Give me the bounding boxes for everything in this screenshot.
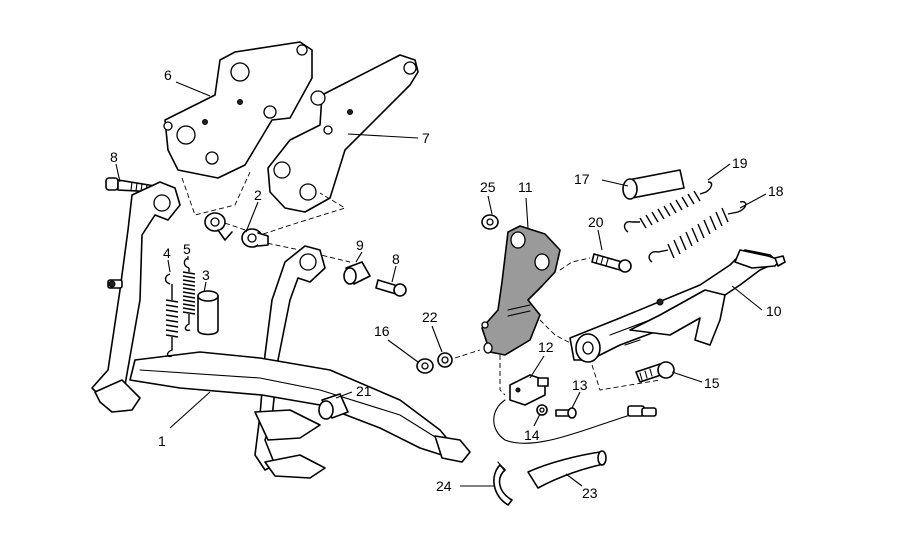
part-1-center-stand xyxy=(91,181,471,479)
callout-10: 10 xyxy=(766,303,782,319)
alignment-line xyxy=(499,355,506,396)
part-9-bushing xyxy=(343,261,371,285)
part-13-screw xyxy=(555,407,577,419)
part-25-washer xyxy=(481,214,499,230)
callout-17: 17 xyxy=(574,171,590,187)
part-23-protective-sleeve xyxy=(527,450,607,489)
part-12-side-stand-switch xyxy=(493,374,657,444)
part-7-mounting-plate xyxy=(267,54,419,213)
alignment-line xyxy=(591,364,661,391)
alignment-line xyxy=(454,349,481,359)
callout-7: 7 xyxy=(422,130,430,146)
part-5-spring xyxy=(182,257,196,332)
callout-13: 13 xyxy=(572,377,588,393)
callout-12: 12 xyxy=(538,339,554,355)
callout-20: 20 xyxy=(588,214,604,230)
part-19-spring xyxy=(623,181,713,233)
part-14-washer xyxy=(536,404,548,416)
callout-9: 9 xyxy=(356,237,364,253)
part-22-washer xyxy=(437,352,453,368)
callout-16: 16 xyxy=(374,323,390,339)
part-11-side-stand-bracket xyxy=(481,225,561,356)
callout-2: 2 xyxy=(254,187,262,203)
leader-lines xyxy=(115,81,767,487)
callout-5: 5 xyxy=(183,241,191,257)
callout-24: 24 xyxy=(436,478,452,494)
part-3-spacer-sleeve xyxy=(197,290,219,336)
part-2-bushings xyxy=(204,212,269,248)
part-15-bolt xyxy=(635,361,675,383)
alignment-line xyxy=(559,257,591,271)
part-8-bolt-right xyxy=(375,279,407,297)
callout-4: 4 xyxy=(163,245,171,261)
part-24-cable-clip xyxy=(493,461,513,506)
callout-labels: 6 7 8 2 4 5 3 9 8 21 1 25 11 20 17 19 18… xyxy=(110,67,784,501)
callout-8-right: 8 xyxy=(392,251,400,267)
part-18-spring xyxy=(648,200,747,263)
callout-6: 6 xyxy=(164,67,172,83)
part-6-mounting-plate xyxy=(163,41,313,179)
callout-8-left: 8 xyxy=(110,149,118,165)
callout-3: 3 xyxy=(202,267,210,283)
callout-23: 23 xyxy=(582,485,598,501)
alignment-line xyxy=(181,171,251,216)
part-20-bolt xyxy=(591,253,632,273)
callout-14: 14 xyxy=(524,427,540,443)
part-4-spring xyxy=(164,273,179,358)
alignment-line xyxy=(209,192,347,236)
callout-22: 22 xyxy=(422,309,438,325)
part-16-nut xyxy=(416,358,434,374)
callout-19: 19 xyxy=(732,155,748,171)
callout-25: 25 xyxy=(480,179,496,195)
part-17-sleeve xyxy=(622,169,685,200)
callout-21: 21 xyxy=(356,383,372,399)
callout-15: 15 xyxy=(704,375,720,391)
part-21-rubber-stop xyxy=(318,393,349,420)
callout-18: 18 xyxy=(768,183,784,199)
callout-1: 1 xyxy=(158,433,166,449)
callout-11: 11 xyxy=(518,179,533,195)
part-10-side-stand xyxy=(569,249,786,363)
